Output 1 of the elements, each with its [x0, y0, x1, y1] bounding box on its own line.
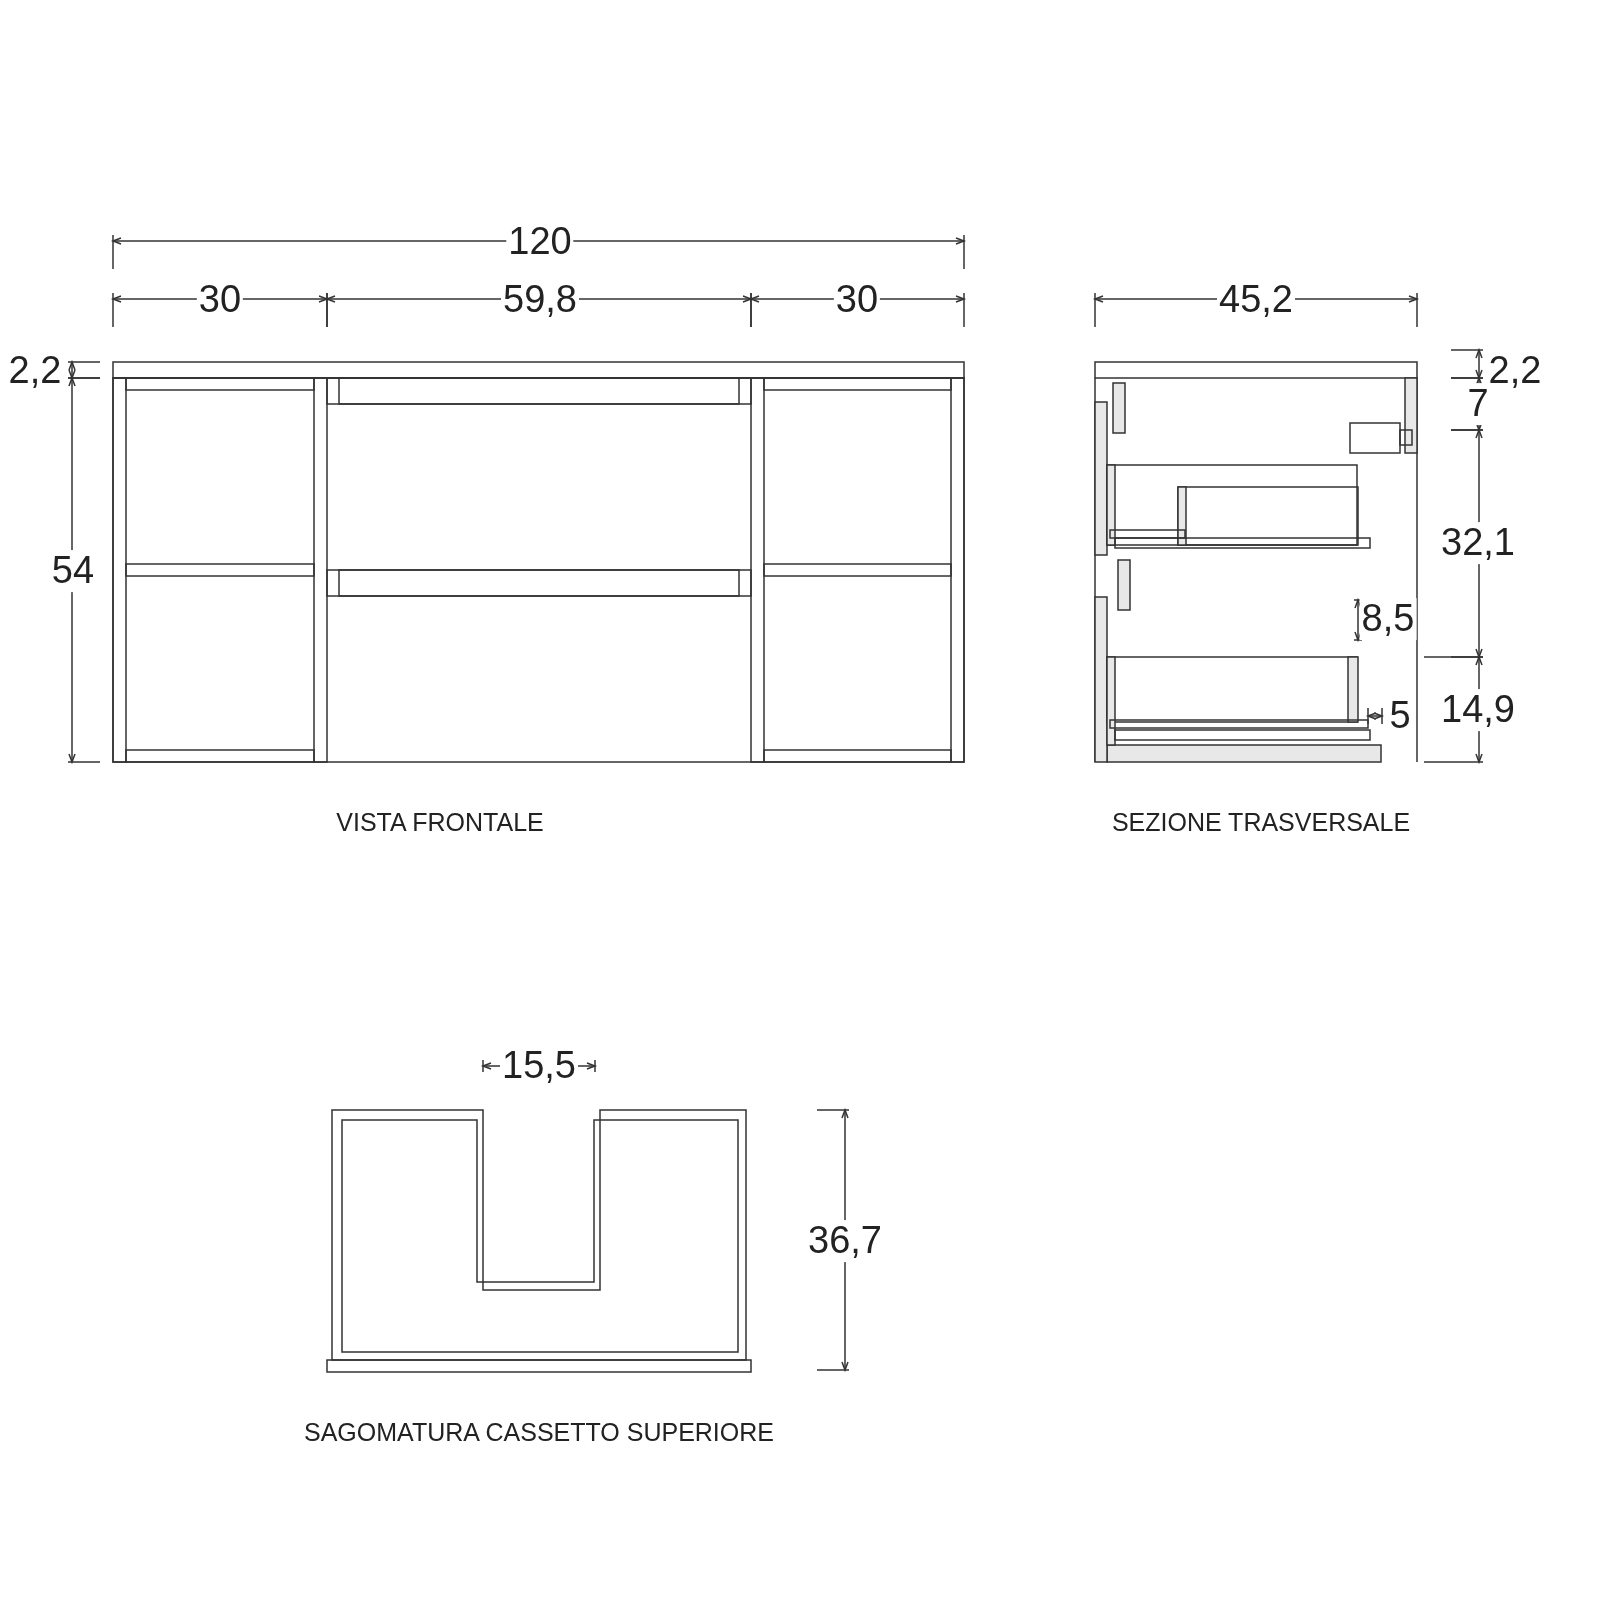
dimension-label: 32,1: [1439, 522, 1517, 564]
